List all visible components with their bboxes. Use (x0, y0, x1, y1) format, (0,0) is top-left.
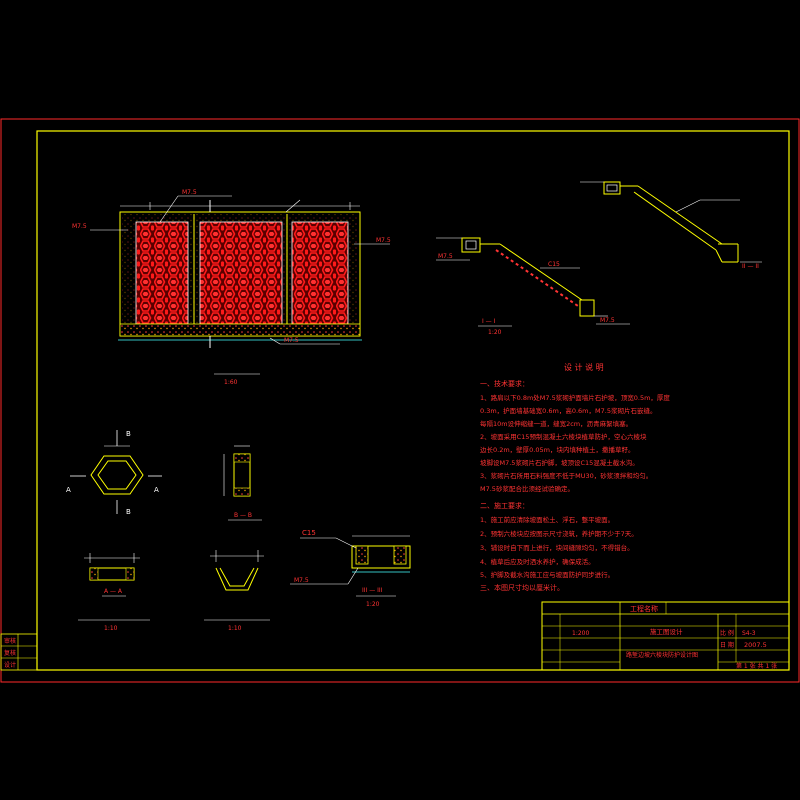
bb-caption: B — B (234, 512, 252, 519)
notes-section-1: 一、技术要求： (480, 379, 529, 388)
tb-stage: 施工图设计 (650, 627, 683, 636)
sec-label-m75-b: M7.5 (600, 317, 615, 324)
tb-date-label: 日 期 (720, 641, 734, 649)
notes-section-2: 二、施工要求： (480, 501, 529, 510)
tb-no-value: S4-3 (742, 630, 756, 637)
notes-line: 3、浆砌片石所用石料强度不低于MU30，砂浆须拌和均匀。 (480, 471, 652, 480)
tb-scale-value: 1:200 (572, 630, 589, 637)
bb-section: B — B (223, 445, 262, 521)
hex-block-plan: B B A A (66, 430, 162, 516)
elev-label-right: M7.5 (376, 237, 391, 244)
notes-line: 1、路肩以下0.8m处M7.5浆砌护面墙片石护坡，顶宽0.5m，厚度 (480, 393, 670, 402)
title-block: 工程名称 施工图设计 路堑边坡六棱块防护设计图 比 例 S4-3 1:200 日… (541, 601, 790, 671)
notes-line: 2、预制六棱块应按图示尺寸浇筑，养护期不少于7天。 (480, 529, 638, 538)
hex-mark-a-right: A (154, 486, 159, 494)
sill-label-c15: C15 (302, 529, 316, 537)
notes-line: 每隔10m设伸缩缝一道，缝宽2cm，沥青麻絮填塞。 (480, 419, 632, 428)
notes-line: 5、护脚及截水沟施工应与坡面防护同步进行。 (480, 570, 614, 579)
sec-label-m75-a: M7.5 (438, 253, 453, 260)
sill-label-m75: M7.5 (294, 577, 309, 584)
hex-mark-b-bottom: B (126, 508, 131, 516)
stamp-column: 审核 复核 设计 (0, 633, 38, 671)
elev-label-top: M7.5 (182, 189, 197, 196)
tb-date-value: 2007.5 (744, 641, 767, 649)
tb-sheet: 第 1 张 共 1 张 (736, 662, 777, 670)
notes-line: 边长0.2m，壁厚0.05m，块内填种植土，撒播草籽。 (480, 445, 634, 454)
hex-mark-b-top: B (126, 430, 131, 438)
u-scale: 1:10 (228, 625, 242, 632)
hex-mark-a-left: A (66, 486, 71, 494)
elev-label-left: M7.5 (72, 223, 87, 230)
sec-label-scale: 1:20 (488, 329, 502, 336)
notes-title: 设 计 说 明 (564, 362, 604, 372)
sec-label-c15: C15 (548, 261, 560, 268)
notes-line: 4、植草后应及时洒水养护，确保成活。 (480, 557, 595, 566)
aa-caption: A — A (104, 588, 123, 595)
slope-section-upper: II — II (580, 181, 762, 270)
notes-line: 1、施工前应清除坡面松土、浮石，整平坡面。 (480, 515, 614, 524)
sill-caption: III — III (362, 587, 383, 594)
elev-label-bottom: M7.5 (284, 337, 299, 344)
u-groove-section: 1:10 (204, 550, 270, 632)
slope-elevation-view: M7.5 M7.5 M7.5 M7.5 1:60 (72, 189, 391, 386)
hex-panel-3 (291, 221, 349, 325)
stamp-label-2: 复核 (4, 649, 16, 657)
sec-label-i: I — I (482, 318, 496, 325)
notes-line: 坡脚设M7.5浆砌片石护脚，坡顶设C15混凝土截水沟。 (480, 458, 639, 467)
notes-line: M7.5砂浆配合比须经试验确定。 (480, 484, 574, 493)
notes-line: 0.3m，护面墙基础宽0.6m，高0.6m，M7.5浆砌片石嵌缝。 (480, 406, 656, 415)
sheet-frame (0, 118, 800, 683)
notes-line: 2、坡面采用C15预制混凝土六棱块植草防护，空心六棱块 (480, 432, 647, 441)
notes-section-3: 三、本图尺寸均以厘米计。 (480, 583, 564, 592)
stamp-label-3: 设计 (4, 661, 16, 669)
elev-caption-scale: 1:60 (224, 379, 238, 386)
hex-panel-2 (199, 221, 283, 325)
tb-drawing-name: 路堑边坡六棱块防护设计图 (626, 651, 698, 659)
sill-scale: 1:20 (366, 601, 380, 608)
sill-detail: C15 M7.5 III — III 1:20 (290, 529, 411, 608)
design-notes: 设 计 说 明 一、技术要求： 1、路肩以下0.8m处M7.5浆砌护面墙片石护坡… (480, 362, 670, 592)
drawing-border (36, 130, 790, 671)
tb-scale-label: 比 例 (720, 629, 734, 637)
tb-project-label: 工程名称 (630, 604, 658, 613)
hex-panel-1 (135, 221, 189, 325)
sec-label-ii: II — II (742, 263, 759, 270)
slope-section-lower: M7.5 C15 M7.5 I — I 1:20 (436, 237, 630, 336)
aa-section: A — A 1:10 (78, 553, 150, 632)
aa-scale: 1:10 (104, 625, 118, 632)
stamp-label-1: 审核 (4, 637, 16, 645)
notes-line: 3、铺设时自下而上进行，块间缝隙均匀，不得错台。 (480, 543, 634, 552)
